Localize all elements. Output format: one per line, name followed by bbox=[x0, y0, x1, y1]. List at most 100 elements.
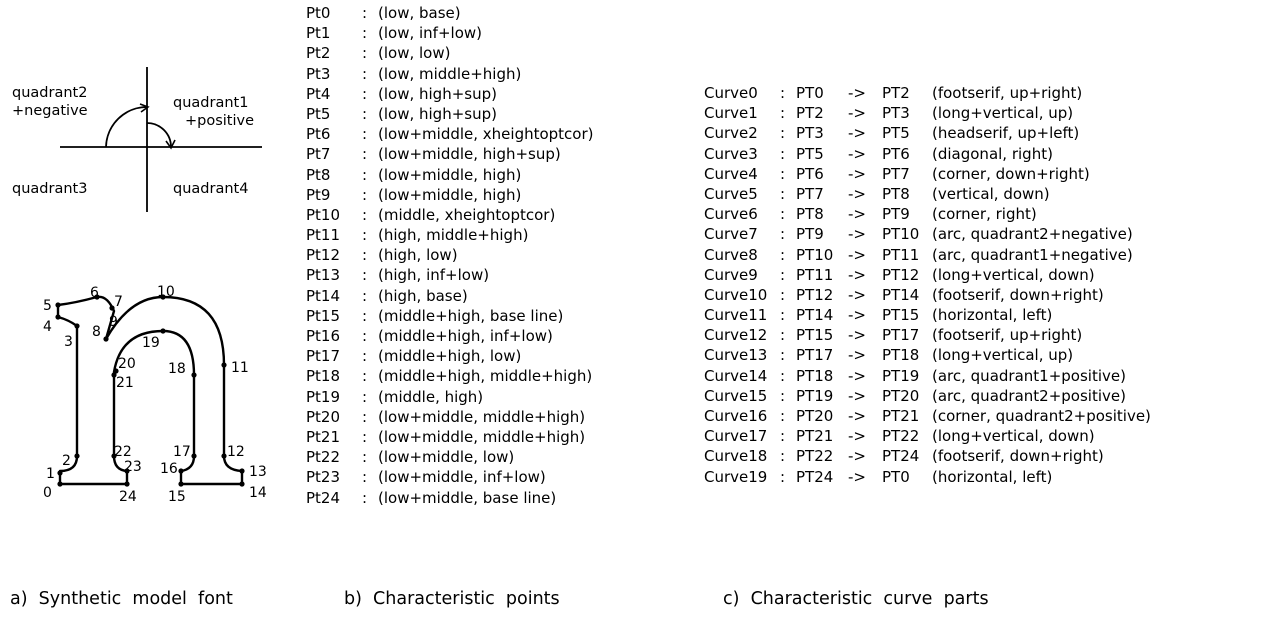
point-value: (middle+high, base line) bbox=[378, 306, 564, 325]
caption-characteristic-curve-parts: c) Characteristic curve parts bbox=[723, 589, 989, 609]
curve-start-point: PT20 bbox=[796, 407, 834, 425]
point-label-1: 1 bbox=[46, 466, 55, 482]
curve-separator: : bbox=[780, 447, 786, 466]
curve-row: Curve3:PT5->PT6(diagonal, right) bbox=[704, 144, 1151, 164]
point-separator: : bbox=[362, 286, 368, 305]
curve-name: Curve6 bbox=[704, 205, 758, 224]
curve-name: Curve2 bbox=[704, 124, 758, 143]
synthetic-model-font-figure: quadrant2 +negative quadrant1 +positive … bbox=[0, 0, 310, 560]
curve-arrow: -> bbox=[848, 164, 866, 183]
curve-row: Curve17:PT21->PT22(long+vertical, down) bbox=[704, 426, 1151, 446]
point-name: Pt14 bbox=[306, 286, 341, 305]
curve-description: (footserif, up+right) bbox=[932, 326, 1083, 345]
curve-arrow: -> bbox=[848, 386, 866, 405]
point-row: Pt10:(middle, xheightoptcor) bbox=[306, 205, 594, 225]
curve-start-point: PT6 bbox=[796, 164, 824, 183]
curve-start-point: PT17 bbox=[796, 346, 834, 365]
curve-separator: : bbox=[780, 427, 786, 446]
curve-start-point: PT24 bbox=[796, 467, 834, 486]
point-name: Pt16 bbox=[306, 327, 341, 345]
point-separator: : bbox=[362, 347, 368, 366]
point-separator: : bbox=[362, 125, 368, 144]
point-name: Pt0 bbox=[306, 4, 331, 22]
point-separator: : bbox=[362, 226, 368, 245]
curve-start-point: PT14 bbox=[796, 306, 834, 325]
point-label-9: 9 bbox=[109, 314, 118, 330]
point-value: (low, high+sup) bbox=[378, 84, 497, 103]
point-label-3: 3 bbox=[64, 334, 73, 350]
curve-description: (vertical, down) bbox=[932, 184, 1050, 203]
point-label-21: 21 bbox=[116, 375, 134, 391]
curve-row: Curve4:PT6->PT7(corner, down+right) bbox=[704, 164, 1151, 184]
curve-arrow: -> bbox=[848, 184, 866, 203]
quadrant2-arrowhead bbox=[139, 103, 150, 113]
point-value: (high, inf+low) bbox=[378, 266, 490, 285]
curve-separator: : bbox=[780, 467, 786, 486]
point-name: Pt18 bbox=[306, 367, 341, 386]
point-14-marker bbox=[239, 481, 245, 487]
point-row: Pt11:(high, middle+high) bbox=[306, 225, 594, 245]
point-separator: : bbox=[362, 44, 368, 63]
point-separator: : bbox=[362, 387, 368, 406]
quadrant2-negative-arc bbox=[105, 106, 148, 148]
point-name: Pt15 bbox=[306, 306, 341, 325]
point-separator: : bbox=[362, 205, 368, 224]
point-value: (low, middle+high) bbox=[378, 64, 522, 83]
curve-end-point: PT24 bbox=[882, 447, 920, 466]
quadrant3-label: quadrant3 bbox=[12, 181, 87, 197]
point-0-marker bbox=[57, 481, 63, 487]
curve-row: Curve2:PT3->PT5(headserif, up+left) bbox=[704, 123, 1151, 143]
curve-arrow: -> bbox=[848, 225, 866, 244]
point-row: Pt0:(low, base) bbox=[306, 3, 594, 23]
point-name: Pt22 bbox=[306, 448, 341, 467]
curve-description: (corner, right) bbox=[932, 205, 1037, 224]
point-name: Pt19 bbox=[306, 387, 341, 406]
point-row: Pt17:(middle+high, low) bbox=[306, 346, 594, 366]
point-separator: : bbox=[362, 104, 368, 123]
caption-characteristic-points: b) Characteristic points bbox=[344, 589, 560, 609]
point-4-marker bbox=[55, 314, 61, 320]
curve-description: (long+vertical, down) bbox=[932, 427, 1095, 446]
curve-separator: : bbox=[780, 326, 786, 345]
point-separator: : bbox=[362, 4, 368, 22]
quadrant1-arrowhead bbox=[165, 139, 176, 150]
curve-row: Curve9:PT11->PT12(long+vertical, down) bbox=[704, 265, 1151, 285]
point-name: Pt21 bbox=[306, 427, 341, 446]
curve-description: (arc, quadrant2+negative) bbox=[932, 225, 1133, 244]
point-label-16: 16 bbox=[160, 461, 178, 477]
curve-name: Curve8 bbox=[704, 245, 758, 264]
point-label-17: 17 bbox=[173, 444, 191, 460]
curve-start-point: PT15 bbox=[796, 326, 834, 345]
point-19-marker bbox=[160, 328, 166, 334]
curve-end-point: PT14 bbox=[882, 285, 920, 304]
point-row: Pt21:(low+middle, middle+high) bbox=[306, 427, 594, 447]
curve-separator: : bbox=[780, 285, 786, 304]
point-name: Pt5 bbox=[306, 104, 331, 123]
point-name: Pt23 bbox=[306, 468, 341, 487]
point-label-19: 19 bbox=[142, 335, 160, 351]
point-name: Pt7 bbox=[306, 145, 331, 164]
point-row: Pt6:(low+middle, xheightoptcor) bbox=[306, 124, 594, 144]
point-label-10: 10 bbox=[157, 284, 175, 300]
point-23-marker bbox=[124, 468, 130, 474]
curve-end-point: PT17 bbox=[882, 326, 920, 345]
figure-canvas: quadrant2 +negative quadrant1 +positive … bbox=[12, 67, 267, 505]
curve-separator: : bbox=[780, 366, 786, 385]
curve-row: Curve12:PT15->PT17(footserif, up+right) bbox=[704, 325, 1151, 345]
point-label-6: 6 bbox=[90, 285, 99, 301]
point-name: Pt3 bbox=[306, 64, 331, 83]
curve-name: Curve15 bbox=[704, 386, 768, 405]
curve-separator: : bbox=[780, 386, 786, 405]
point-6-marker bbox=[94, 294, 100, 300]
curve-row: Curve15:PT19->PT20(arc, quadrant2+positi… bbox=[704, 386, 1151, 406]
curve-name: Curve0 bbox=[704, 84, 758, 102]
point-value: (middle+high, low) bbox=[378, 347, 522, 366]
curve-arrow: -> bbox=[848, 366, 866, 385]
point-label-7: 7 bbox=[114, 294, 123, 310]
curve-description: (horizontal, left) bbox=[932, 467, 1053, 486]
curve-row: Curve19:PT24->PT0(horizontal, left) bbox=[704, 467, 1151, 487]
point-name: Pt4 bbox=[306, 84, 331, 103]
curve-arrow: -> bbox=[848, 84, 866, 102]
point-value: (low+middle, base line) bbox=[378, 488, 557, 507]
curve-separator: : bbox=[780, 164, 786, 183]
